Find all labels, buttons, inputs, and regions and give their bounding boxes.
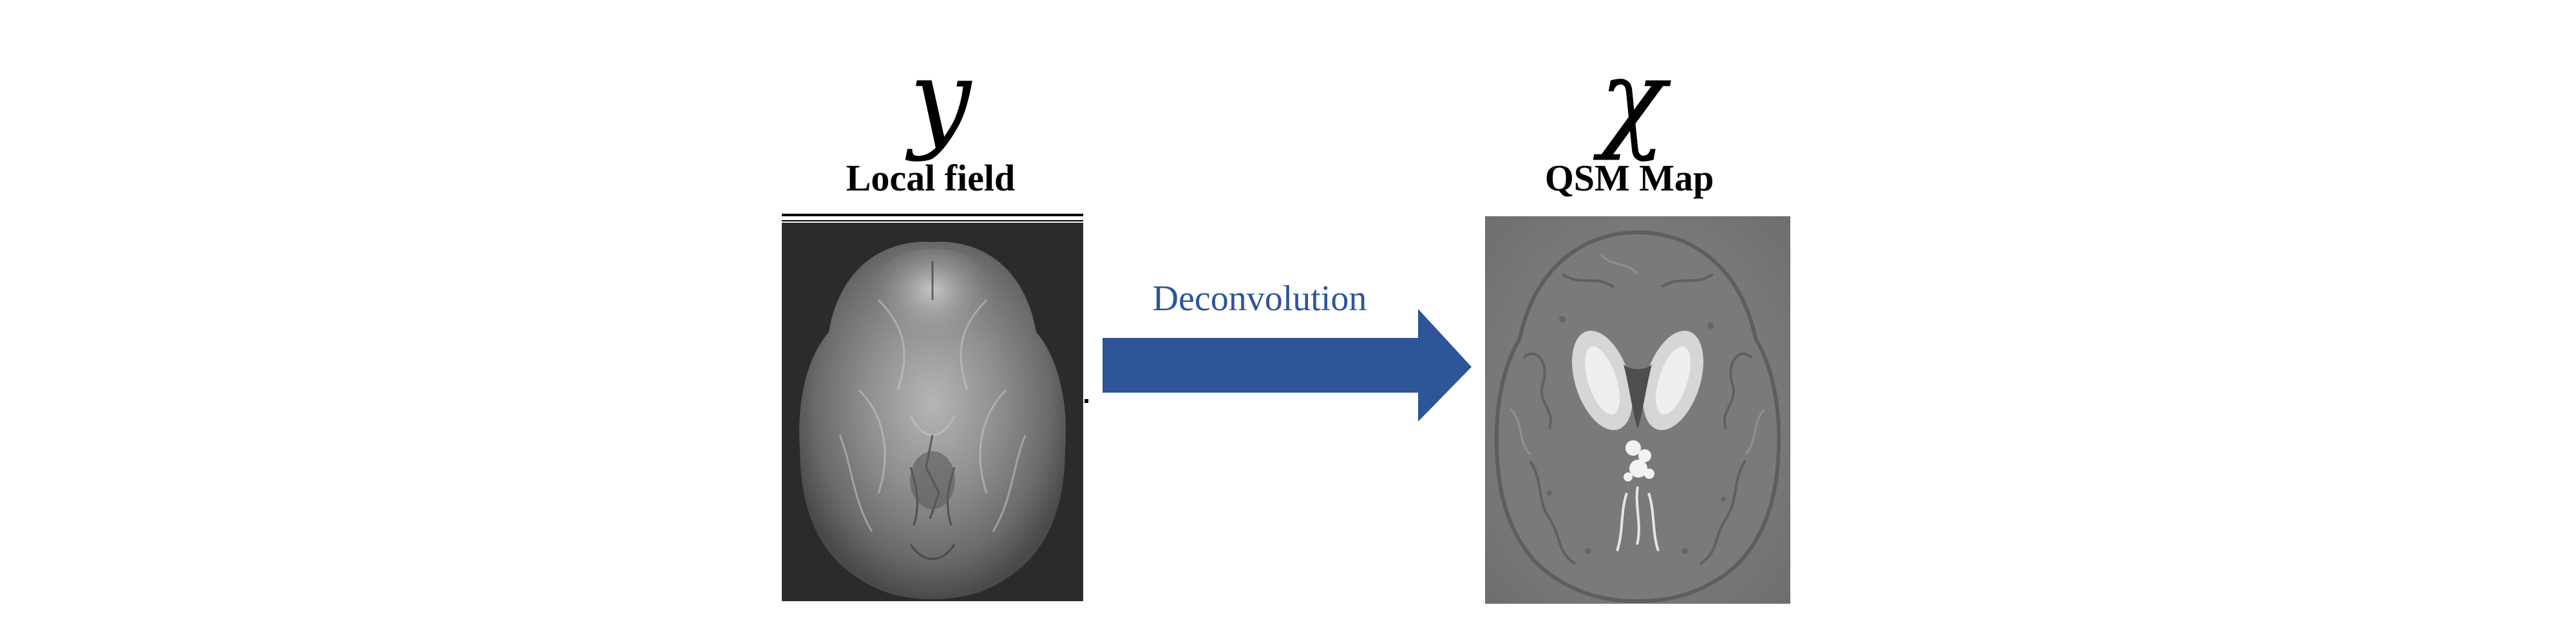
right-arrow-icon bbox=[1103, 309, 1472, 422]
input-symbol: y bbox=[909, 36, 972, 163]
output-symbol: χ bbox=[1599, 36, 1666, 163]
brain-local-field-icon bbox=[782, 223, 1083, 601]
brain-qsm-map-icon bbox=[1485, 216, 1790, 604]
connector-dot-left bbox=[1084, 399, 1088, 403]
output-caption: QSM Map bbox=[1544, 157, 1714, 199]
qsm-map-image bbox=[1485, 216, 1790, 604]
input-rule bbox=[782, 214, 1083, 216]
input-caption: Local field bbox=[846, 157, 1016, 199]
deconvolution-label: Deconvolution bbox=[1152, 279, 1367, 319]
local-field-image bbox=[782, 223, 1083, 601]
input-rule-2 bbox=[782, 220, 1083, 221]
